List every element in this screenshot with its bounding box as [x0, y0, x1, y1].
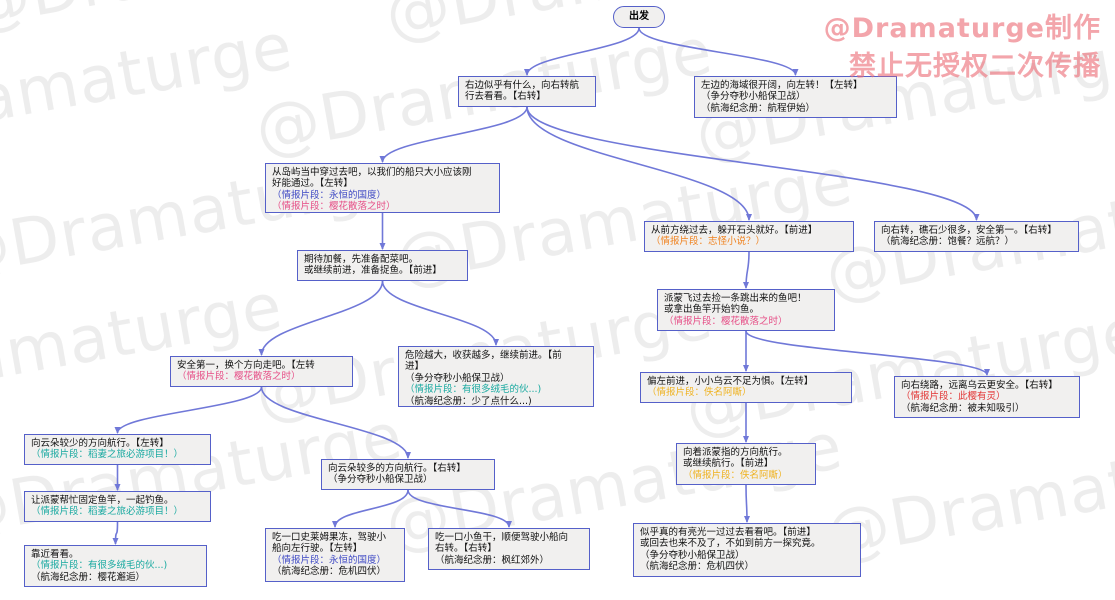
edge-arrow — [332, 489, 409, 528]
node-line: 或回去也来不及了，不如到前方一探究竟。 — [640, 538, 821, 550]
node-line: （情报片段：樱花散落之时） — [664, 315, 788, 327]
flow-node-paimon-fish: 派蒙飞过去捡一条跳出来的鱼吧！或拿出鱼竿开始钓鱼。（情报片段：樱花散落之时） — [657, 289, 835, 331]
edge-arrow — [743, 484, 750, 523]
node-line: （争分夺秒小船保卫战） — [405, 372, 510, 384]
node-line: 安全第一，换个方向走吧。【左转 — [177, 360, 315, 371]
edge-arrow — [407, 489, 512, 528]
flow-node-danger-forward: 危险越大，收获越多，继续前进。【前进】（争分夺秒小船保卫战）（情报片段：有很多绒… — [398, 346, 594, 407]
node-line: （情报片段：稻妻之旅必游项目！） — [31, 506, 184, 518]
flow-node-turn-right: 右边似乎有什么，向右转航行去看看。【右转】 — [458, 76, 596, 107]
edge-arrow — [260, 386, 411, 459]
node-line: （航海纪念册：枫红郊外） — [435, 554, 550, 566]
edge-arrow — [112, 521, 119, 545]
flow-node-left-clouds: 偏左前进，小小乌云不足为惧。【左转】（情报片段：佚名阿嘶） — [640, 372, 852, 403]
node-line: 船向左行驶。【左转】 — [272, 543, 363, 555]
node-line: （情报片段：稻妻之旅必游项目！） — [31, 449, 184, 461]
flow-node-slime-jelly: 吃一口史莱姆果冻，驾驶小船向左行驶。【左转】（情报片段：永恒的国度）（航海纪念册… — [265, 528, 405, 582]
edge-arrow — [258, 280, 384, 356]
node-line: （情报片段：志怪小说？） — [651, 236, 766, 248]
node-line: 好能通过。【左转】 — [272, 178, 353, 190]
node-line: （情报片段：樱花散落之时） — [272, 201, 396, 213]
node-line: 向右绕路，远离乌云更安全。【右转】 — [901, 380, 1058, 391]
flow-node-right-detour: 向右绕路，远离乌云更安全。【右转】（情报片段：此樱有灵）（航海纪念册：被未知吸引… — [894, 376, 1080, 418]
node-line: （争分夺秒小船保卫战） — [640, 549, 745, 561]
node-line: 让派蒙帮忙固定鱼竿，一起钓鱼。 — [31, 495, 174, 506]
node-line: （情报片段：有很多绒毛的伙...) — [405, 384, 542, 396]
no-repost-stamp: 禁止无授权二次传播 — [849, 51, 1101, 82]
flow-node-more-clouds: 向云朵较多的方向航行。【右转】（争分夺秒小船保卫战） — [321, 459, 495, 490]
node-line: 偏左前进，小小乌云不足为惧。【左转】 — [647, 376, 814, 387]
node-line: （情报片段：佚名阿嘶） — [647, 387, 752, 399]
node-line: 派蒙飞过去捡一条跳出来的鱼吧！ — [664, 293, 807, 304]
node-line: （航海纪念册：航程伊始） — [701, 102, 816, 114]
node-line: 进】 — [405, 361, 425, 373]
node-line: 左边的海域很开阔，向左转！【左转】 — [701, 80, 863, 91]
node-line: 或继续前进，准备捉鱼。【前进】 — [304, 265, 442, 277]
flow-node-fewer-clouds: 向云朵较少的方向航行。【左转】（情报片段：稻妻之旅必游项目！） — [24, 434, 211, 465]
node-line: 右边似乎有什么，向右转航 — [465, 80, 580, 91]
node-line: 吃一口小鱼干，顺便驾驶小船向 — [435, 532, 569, 543]
flow-node-light-ahead: 似乎真的有亮光一过过去看看吧。【前进】或回去也来不及了，不如到前方一探究竟。（争… — [633, 523, 861, 577]
edge-arrow — [526, 106, 752, 221]
start-node: 出发 — [613, 6, 665, 28]
node-line: 从前方绕过去，躲开石头就好。【前进】 — [651, 225, 818, 236]
author-stamp: @Dramaturge制作 — [823, 13, 1101, 44]
edge-arrow — [381, 280, 499, 346]
flow-node-through-islands: 从岛屿当中穿过去吧，以我们的船只大小应该刚好能通过。【左转】（情报片段：永恒的国… — [265, 163, 500, 213]
node-line: 行去看看。【右转】 — [465, 91, 546, 103]
node-line: 靠近看看。 — [31, 549, 79, 560]
edge-arrow — [379, 106, 528, 163]
flow-node-paimon-direction: 向着派蒙指的方向航行。或继续航行。【前进】（情报片段：佚名阿嘶） — [676, 443, 816, 485]
node-line: 右转。【右转】 — [435, 543, 497, 555]
edge-arrow — [638, 27, 799, 76]
flow-node-go-around-front: 从前方绕过去，躲开石头就好。【前进】（情报片段：志怪小说？） — [644, 221, 854, 252]
node-line: （争分夺秒小船保卫战） — [701, 91, 806, 103]
node-line: 向云朵较多的方向航行。【右转】 — [328, 463, 466, 474]
edge-arrow — [743, 251, 750, 289]
edge-arrow — [114, 386, 263, 434]
node-line: （争分夺秒小船保卫战） — [328, 474, 433, 486]
node-line: 从岛屿当中穿过去吧，以我们的船只大小应该刚 — [272, 167, 472, 178]
node-line: （情报片段：此樱有灵） — [901, 391, 1006, 403]
flow-node-approach: 靠近看看。（情报片段：有很多绒毛的伙...)（航海纪念册：樱花邂逅） — [24, 545, 207, 587]
node-line: （情报片段：永恒的国度） — [272, 554, 387, 566]
flow-node-dried-fish: 吃一口小鱼干，顺便驾驶小船向右转。【右转】（航海纪念册：枫红郊外） — [428, 528, 590, 570]
node-line: 危险越大，收获越多，继续前进。【前 — [405, 350, 562, 361]
node-line: 向云朵较少的方向航行。【左转】 — [31, 438, 169, 449]
node-line: 期待加餐，先准备配菜吧。 — [304, 254, 419, 265]
node-line: 或继续航行。【前进】 — [683, 458, 774, 470]
flow-node-right-fewer-reefs: 向右转，礁石少很多，安全第一。【右转】（航海纪念册：饱餐？远航？） — [874, 221, 1079, 252]
node-line: 向着派蒙指的方向航行。 — [683, 447, 788, 458]
node-line: （航海纪念册：少了点什么...) — [405, 395, 532, 407]
edge-arrow — [745, 330, 990, 376]
edge-arrow — [524, 27, 640, 76]
node-line: （情报片段：樱花散落之时） — [177, 371, 301, 383]
node-line: 向右转，礁石少很多，安全第一。【右转】 — [881, 225, 1057, 236]
node-line: 或拿出鱼竿开始钓鱼。 — [664, 304, 760, 316]
node-line: 似乎真的有亮光一过过去看看吧。【前进】 — [640, 527, 816, 538]
flow-node-fix-rod: 让派蒙帮忙固定鱼竿，一起钓鱼。（情报片段：稻妻之旅必游项目！） — [24, 491, 211, 522]
flow-node-safety-first: 安全第一，换个方向走吧。【左转（情报片段：樱花散落之时） — [170, 356, 353, 387]
node-line: 吃一口史莱姆果冻，驾驶小 — [272, 532, 387, 543]
node-line: （情报片段：永恒的国度） — [272, 189, 387, 201]
node-line: （航海纪念册：樱花邂逅） — [31, 571, 146, 583]
flow-node-prepare-dishes: 期待加餐，先准备配菜吧。或继续前进，准备捉鱼。【前进】 — [297, 250, 468, 281]
node-line: （情报片段：有很多绒毛的伙...) — [31, 560, 168, 572]
node-line: （航海纪念册：危机四伏） — [272, 566, 387, 578]
node-line: （航海纪念册：被未知吸引） — [901, 402, 1025, 414]
node-line: （航海纪念册：危机四伏） — [640, 561, 755, 573]
edge-arrow — [526, 106, 980, 221]
flow-node-turn-left: 左边的海域很开阔，向左转！【左转】（争分夺秒小船保卫战）（航海纪念册：航程伊始） — [694, 76, 897, 118]
node-line: （航海纪念册：饱餐？远航？） — [881, 236, 1015, 248]
node-line: （情报片段：佚名阿嘶） — [683, 469, 788, 481]
